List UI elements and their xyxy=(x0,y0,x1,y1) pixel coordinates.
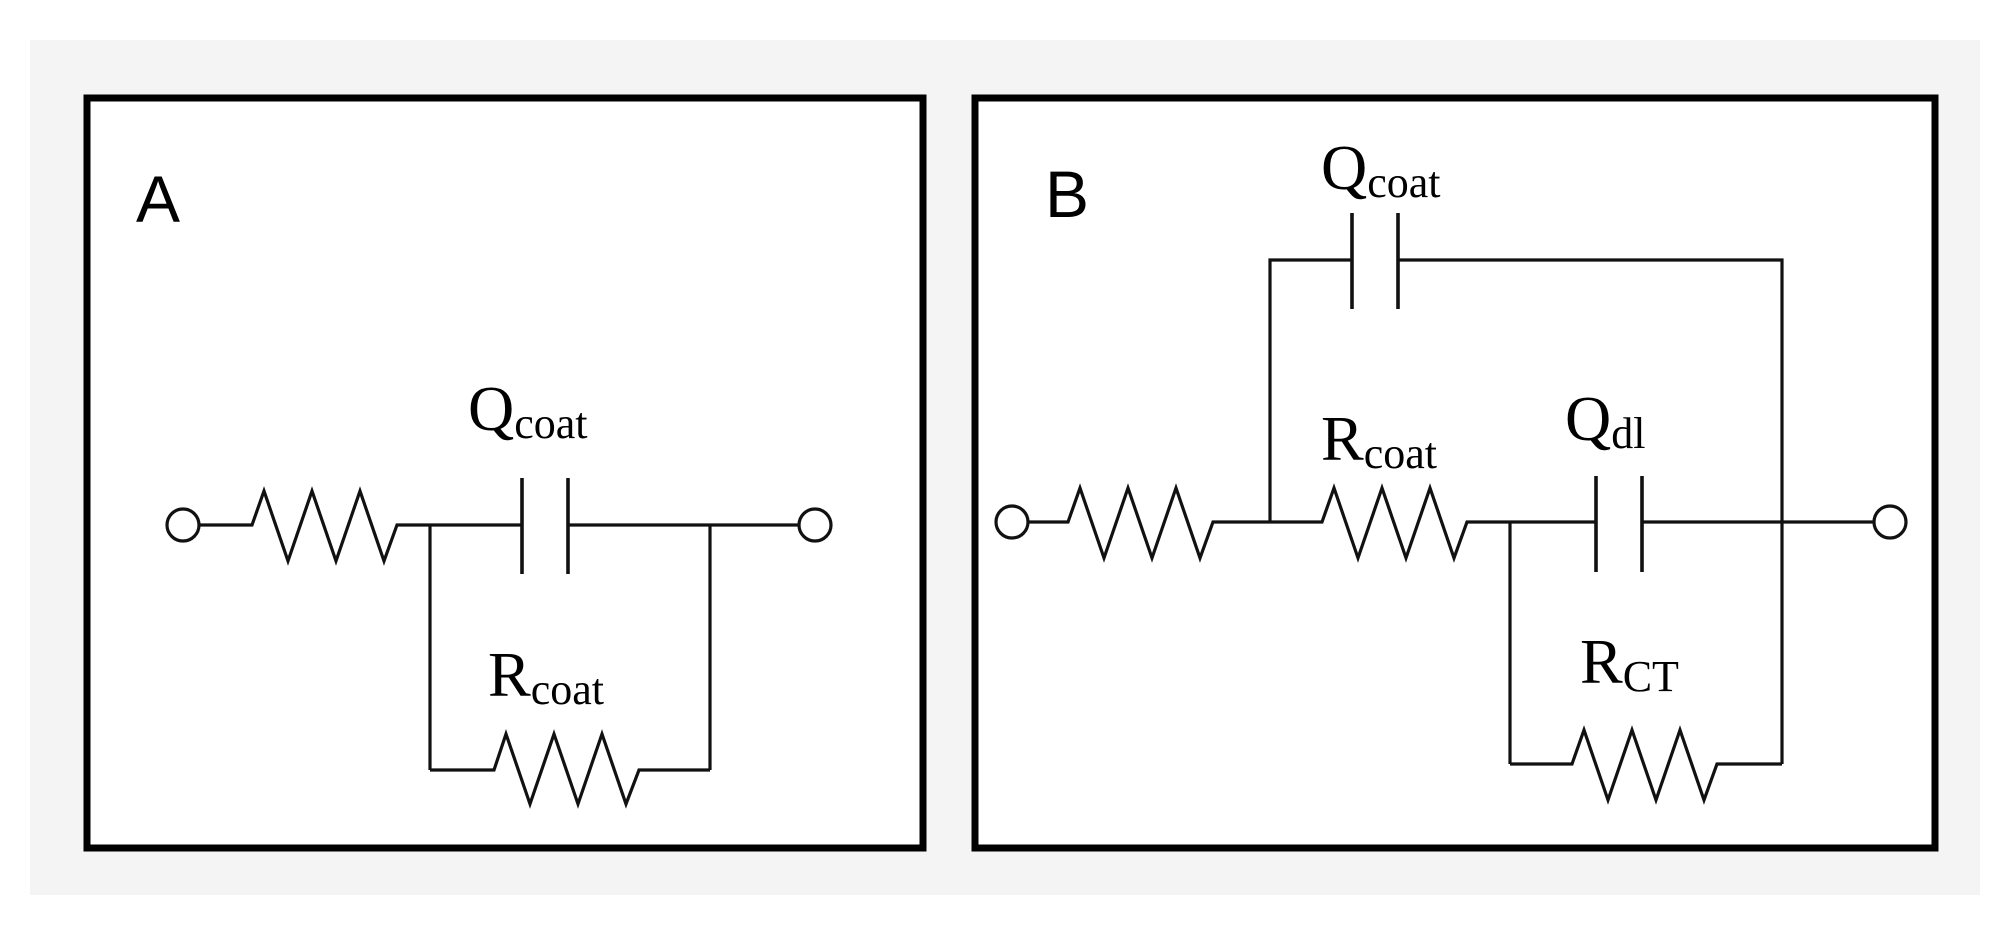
panel-a-series-resistor xyxy=(199,486,430,566)
panel-b-qcoat-label: Qcoat xyxy=(1321,132,1441,207)
panel-b-frame xyxy=(971,94,1939,852)
panel-b-qcoat-branch-right xyxy=(1398,258,1784,764)
panel-a-qcoat-label: Qcoat xyxy=(468,373,588,448)
panel-a-rcoat-resistor xyxy=(430,729,710,809)
panel-b: B Qcoat Rcoat Qdl RCT xyxy=(971,94,1939,852)
panel-b-rcoat-resistor xyxy=(1270,483,1510,563)
panel-a: A Qcoat Rcoat xyxy=(83,94,927,852)
panel-b-letter: B xyxy=(1045,157,1089,231)
panel-b-rct-label: RCT xyxy=(1580,626,1679,701)
panel-a-letter: A xyxy=(136,162,180,236)
panel-b-qcoat-branch-left xyxy=(1268,258,1352,522)
panel-a-output-terminal xyxy=(797,507,833,543)
panel-a-rcoat-label: Rcoat xyxy=(488,639,604,714)
panel-a-input-terminal xyxy=(165,507,201,543)
panel-b-qdl-label: Qdl xyxy=(1565,383,1645,458)
panel-b-output-terminal xyxy=(1872,504,1908,540)
panel-a-frame xyxy=(83,94,927,852)
panel-b-rcoat-label: Rcoat xyxy=(1321,403,1437,478)
panel-b-rct-resistor xyxy=(1510,725,1782,805)
panel-b-series-resistor xyxy=(1028,483,1270,563)
panel-b-input-terminal xyxy=(994,504,1030,540)
